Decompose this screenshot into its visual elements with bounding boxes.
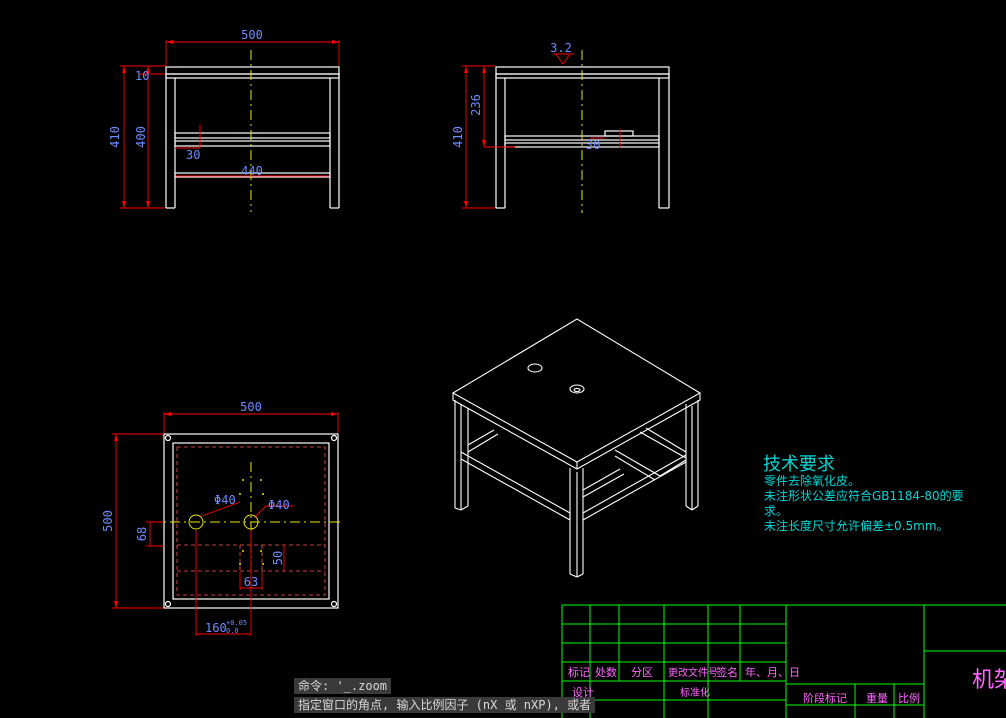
dim-side-shelf-height: 236: [469, 94, 483, 116]
side-view[interactable]: 3.2 236 410 30: [451, 41, 670, 213]
tol-lower: 0.0: [226, 627, 239, 635]
top-view[interactable]: 500 500 68 Φ40 Φ40 50 63 160 +0.05 0.0: [101, 400, 340, 636]
tb-col-zone: 分区: [631, 666, 653, 679]
dim-hole-spacing: 160: [205, 621, 227, 635]
tb-col-count: 处数: [595, 666, 617, 679]
dim-side-shelf: 30: [586, 138, 600, 152]
hole-right-diameter: Φ40: [268, 498, 290, 512]
dim-front-top: 10: [135, 69, 149, 83]
command-history: 命令: '_.zoom: [294, 678, 392, 694]
tb-part-name: 机架: [972, 668, 1006, 693]
tech-line-3: 未注长度尺寸允许偏差±0.5mm。: [764, 518, 949, 533]
hole-left-diameter: Φ40: [214, 493, 236, 507]
tech-line-2a: 未注形状公差应符合GB1184-80的要: [764, 488, 964, 503]
isometric-view[interactable]: [451, 318, 702, 578]
tech-line-2b: 求。: [764, 504, 788, 518]
dim-side-height-total: 410: [451, 126, 465, 148]
command-prompt[interactable]: 指定窗口的角点, 输入比例因子 (nX 或 nXP), 或者: [294, 697, 596, 713]
tb-col-change-doc: 更改文件号: [668, 666, 718, 679]
tb-scale: 比例: [898, 691, 920, 705]
tb-weight: 重量: [866, 691, 888, 705]
tb-col-mark: 标记: [568, 665, 590, 679]
dim-top-height: 500: [101, 510, 115, 532]
tech-requirements: 技术要求 零件去除氧化皮。 未注形状公差应符合GB1184-80的要 求。 未注…: [763, 454, 964, 533]
dim-slot-depth: 50: [271, 551, 285, 565]
dim-front-height-total: 410: [108, 126, 122, 148]
dim-slot-width: 63: [244, 575, 258, 589]
title-block[interactable]: 标记 处数 分区 更改文件号 签名 年、月、日 设计 标准化 阶段标记 重量 比…: [561, 604, 1006, 718]
dim-front-width: 500: [241, 28, 263, 42]
tol-upper: +0.05: [226, 619, 247, 627]
tb-col-date: 年、月、日: [745, 665, 800, 679]
tb-stage-mark: 阶段标记: [803, 691, 847, 705]
tb-col-sign: 签名: [716, 665, 738, 679]
tb-row-design: 设计: [572, 686, 594, 699]
tech-title: 技术要求: [763, 454, 835, 475]
dim-top-width: 500: [240, 400, 262, 414]
dim-front-shelf: 30: [186, 148, 200, 162]
dim-front-height-frame: 400: [134, 126, 148, 148]
dim-front-inner: 440: [241, 164, 263, 178]
dim-top-offset: 68: [135, 527, 149, 541]
tech-line-1: 零件去除氧化皮。: [764, 473, 860, 488]
front-view[interactable]: 500 10 410 400 30 440: [108, 28, 340, 212]
tb-row-standard: 标准化: [680, 686, 710, 699]
dim-side-roughness: 3.2: [550, 41, 572, 55]
